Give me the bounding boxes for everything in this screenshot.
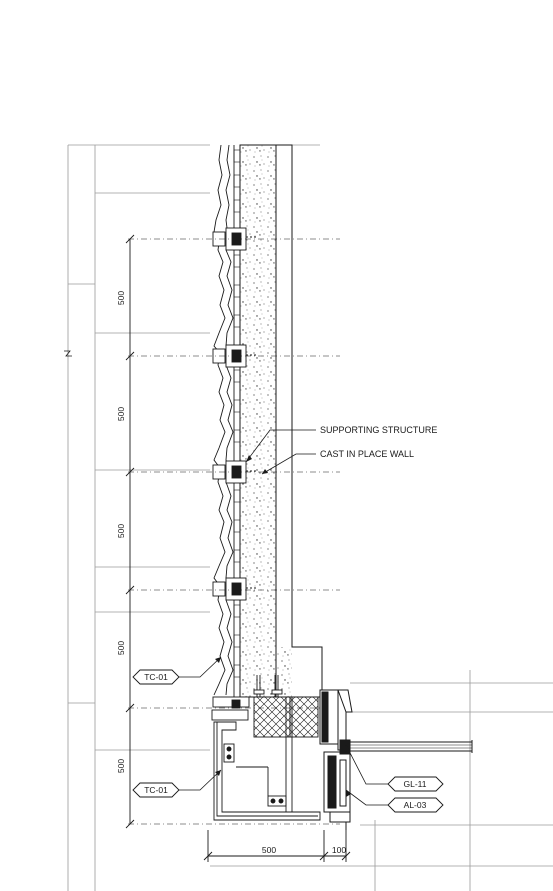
dimension-vertical-4: 500 bbox=[116, 641, 126, 655]
anchor-bolts bbox=[253, 675, 283, 697]
cast-in-place-wall bbox=[239, 144, 323, 698]
support-brackets bbox=[212, 227, 258, 601]
tag-gl11-text: GL-11 bbox=[404, 779, 427, 789]
tag-gl11: GL-11 bbox=[387, 776, 444, 792]
dimension-horizontal-1: 500 bbox=[262, 845, 276, 855]
tag-tc01-lower: TC-01 bbox=[132, 782, 180, 798]
break-line-symbol bbox=[64, 350, 72, 357]
vertical-dimension-line bbox=[125, 234, 135, 829]
horizontal-dimension-line bbox=[203, 830, 351, 862]
aluminium-window-frame bbox=[319, 689, 353, 830]
tag-al03-text: AL-03 bbox=[404, 800, 427, 810]
dimension-vertical-3: 500 bbox=[116, 524, 126, 538]
callout-arrowheads bbox=[215, 455, 351, 797]
tag-tc01-upper-text: TC-01 bbox=[144, 672, 168, 682]
callout-leaders bbox=[179, 429, 388, 806]
tag-tc01-upper: TC-01 bbox=[132, 669, 180, 685]
callout-cast-in-place-wall: CAST IN PLACE WALL bbox=[320, 449, 414, 459]
insulation-infill bbox=[253, 696, 319, 738]
callout-supporting-structure: SUPPORTING STRUCTURE bbox=[320, 425, 437, 435]
dimension-vertical-2: 500 bbox=[116, 407, 126, 421]
tag-tc01-lower-text: TC-01 bbox=[144, 785, 168, 795]
tag-al03: AL-03 bbox=[387, 797, 444, 813]
glass-panel bbox=[339, 739, 473, 755]
dimension-horizontal-2: 100 bbox=[332, 845, 346, 855]
background-grid bbox=[67, 144, 553, 891]
dimension-vertical-1: 500 bbox=[116, 291, 126, 305]
dimension-vertical-5: 500 bbox=[116, 759, 126, 773]
